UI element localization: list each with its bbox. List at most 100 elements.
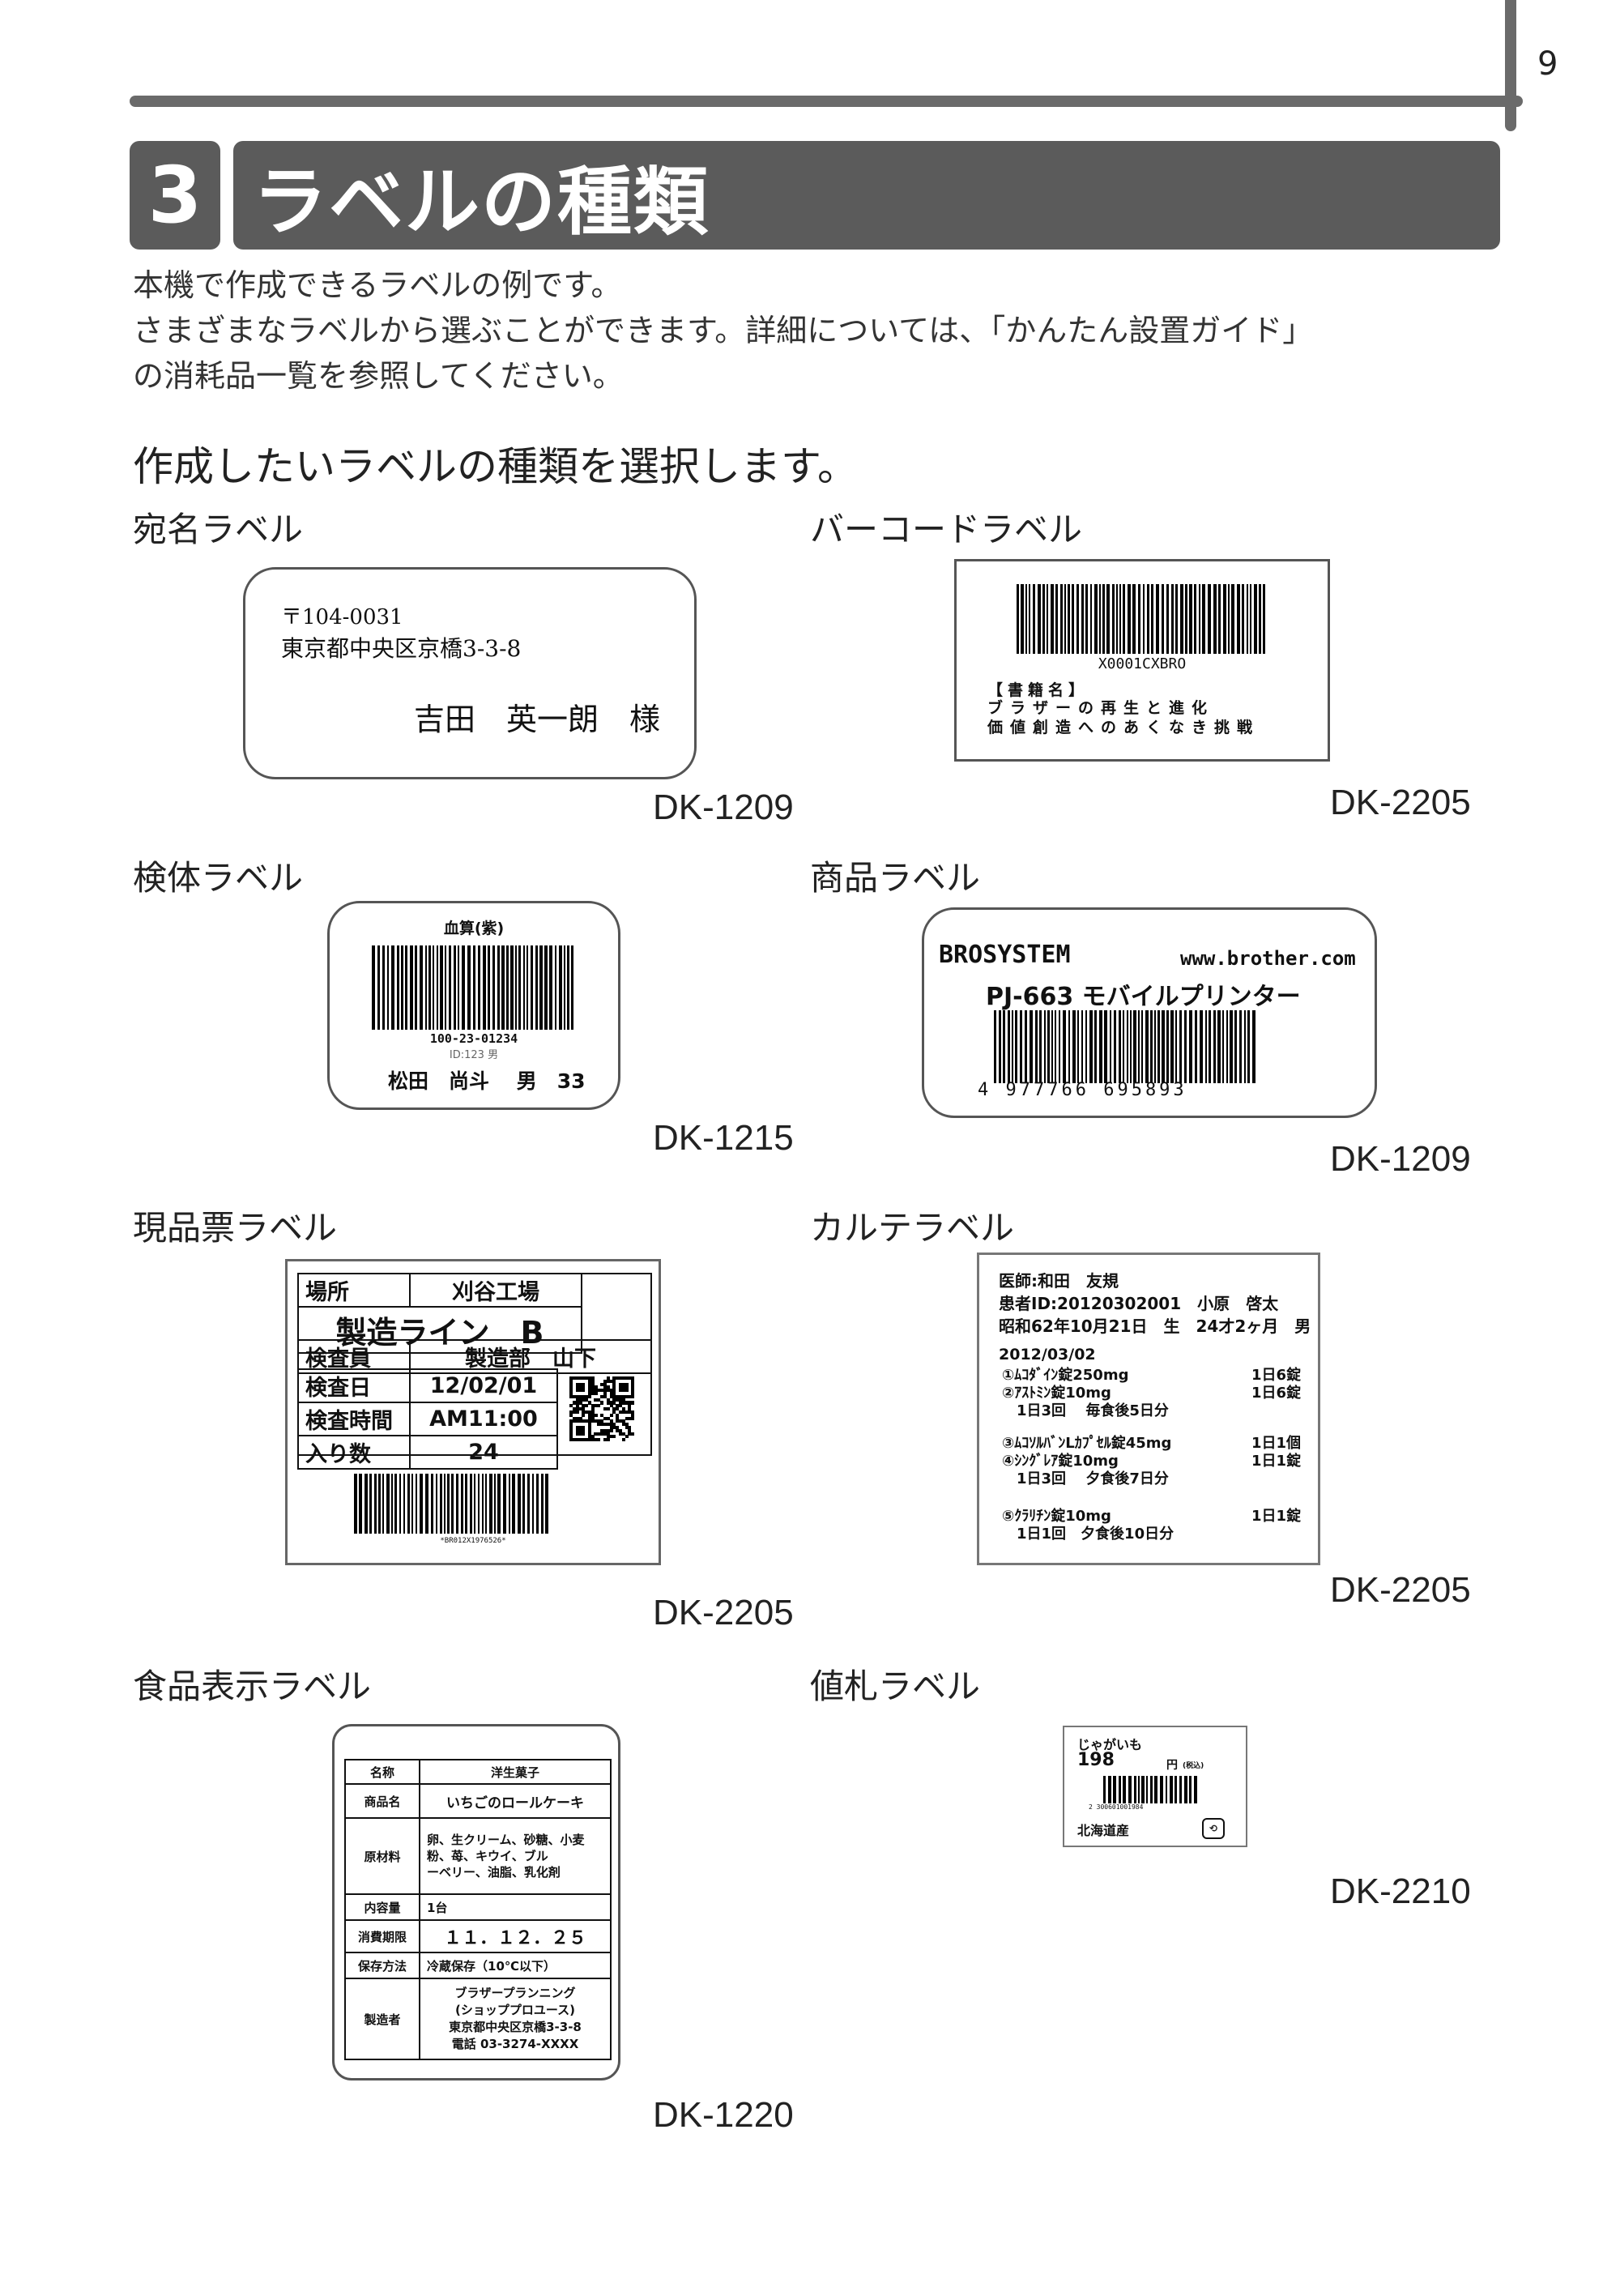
goods-value: 12/02/01 <box>409 1368 558 1403</box>
qr-module <box>616 1416 620 1420</box>
barcode-bar <box>410 945 413 1030</box>
qr-module <box>616 1419 620 1423</box>
barcode-bar <box>1228 584 1230 654</box>
qr-module <box>587 1376 591 1381</box>
qr-module <box>575 1419 579 1423</box>
qr-module <box>612 1392 616 1396</box>
qr-module <box>618 1401 623 1405</box>
barcode-bar <box>1134 1776 1136 1803</box>
qr-module <box>600 1413 604 1417</box>
qr-module <box>609 1392 613 1396</box>
food-key: 原材料 <box>344 1817 420 1895</box>
barcode-bar <box>440 1474 442 1534</box>
qr-module <box>625 1385 629 1389</box>
caption-address-label: 宛名ラベル <box>133 510 304 549</box>
barcode-bar <box>440 945 443 1030</box>
barcode-bar <box>1110 1010 1111 1083</box>
intro-line: さまざまなラベルから選ぶことができます。詳細については、「かんたん設置ガイド」 <box>133 313 1314 348</box>
barcode-bar <box>1113 1776 1116 1803</box>
barcode-bar <box>1174 1776 1177 1803</box>
qr-module <box>612 1407 616 1411</box>
qr-module <box>578 1389 582 1393</box>
barcode-bar <box>1099 1010 1102 1083</box>
qr-module <box>618 1419 623 1423</box>
qr-module <box>590 1438 595 1442</box>
qr-module <box>594 1385 598 1389</box>
barcode-bar <box>1222 1010 1224 1083</box>
qr-module <box>585 1376 589 1381</box>
qr-module <box>612 1401 616 1405</box>
qr-module <box>597 1438 601 1442</box>
qr-module <box>612 1425 616 1430</box>
qr-module <box>582 1385 586 1389</box>
barcode-bar <box>1162 1010 1165 1083</box>
qr-module <box>621 1398 625 1402</box>
barcode-bar <box>1226 1010 1228 1083</box>
barcode-bar <box>425 945 427 1030</box>
barcode-bar <box>1259 584 1261 654</box>
qr-module <box>625 1394 629 1398</box>
med-qty: 1日1個 <box>1251 1435 1302 1452</box>
barcode-bar <box>1150 1776 1153 1803</box>
med-qty: 1日6錠 <box>1251 1367 1302 1384</box>
barcode-bar <box>415 945 417 1030</box>
qr-module <box>612 1410 616 1414</box>
qr-module <box>631 1413 635 1417</box>
qr-module <box>606 1407 610 1411</box>
qr-module <box>631 1401 635 1405</box>
food-label: 名称洋生菓子 商品名いちごのロールケーキ 原材料卵、生クリーム、砂糖、小麦粉、苺… <box>332 1724 620 2080</box>
barcode-bar <box>1162 584 1164 654</box>
barcode-bar <box>1147 584 1149 654</box>
tax-note: (税込) <box>1183 1762 1204 1770</box>
goods-key: 検査員 <box>297 1339 411 1374</box>
barcode-bar <box>510 945 514 1030</box>
qr-module <box>594 1398 598 1402</box>
price-label: じゃがいも 198 円 (税込) 2 300601001984 北海道産 ⟲ <box>1063 1726 1247 1847</box>
qr-module <box>631 1376 635 1381</box>
qr-module <box>600 1394 604 1398</box>
qr-module <box>616 1428 620 1432</box>
qr-module <box>628 1404 632 1408</box>
product-label: BROSYSTEM www.brother.com PJ-663 モバイルプリン… <box>922 907 1377 1118</box>
qr-module <box>612 1389 616 1393</box>
barcode-bar <box>420 1474 423 1534</box>
postal-code: 〒104-0031 <box>281 605 403 629</box>
barcode-bar <box>1130 1010 1132 1083</box>
qr-module <box>582 1428 586 1432</box>
qr-module <box>587 1438 591 1442</box>
qr-module <box>603 1394 607 1398</box>
barcode-bar <box>488 945 490 1030</box>
barcode-bar <box>1119 1776 1121 1803</box>
barcode-bar <box>482 1474 484 1534</box>
barcode-bar <box>1068 1010 1070 1083</box>
book-title-line: ブラザーの再生と進化 <box>987 699 1215 717</box>
qr-module <box>587 1410 591 1414</box>
qr-module <box>597 1404 601 1408</box>
food-key: 商品名 <box>344 1783 420 1819</box>
barcode-bar <box>391 1474 393 1534</box>
barcode-bar <box>359 1474 362 1534</box>
barcode-bar <box>416 1474 417 1534</box>
barcode-bar <box>1051 584 1054 654</box>
specimen-header: 血算(紫) <box>443 920 505 937</box>
qr-module <box>587 1401 591 1405</box>
qr-module <box>587 1416 591 1420</box>
qr-module <box>578 1382 582 1386</box>
barcode-bar <box>994 1010 996 1083</box>
qr-module <box>625 1423 629 1427</box>
qr-module <box>590 1379 595 1383</box>
qr-module <box>609 1435 613 1439</box>
barcode-bar <box>391 945 394 1030</box>
barcode-bar <box>1141 1010 1143 1083</box>
qr-module <box>587 1425 591 1430</box>
header-rule <box>130 96 1523 107</box>
barcode-bar <box>489 1474 492 1534</box>
barcode-bar <box>1189 584 1192 654</box>
barcode-bar <box>1189 1010 1192 1083</box>
qr-module <box>578 1407 582 1411</box>
barcode-bar <box>1072 584 1074 654</box>
barcode-bar <box>1008 1010 1010 1083</box>
qr-module <box>572 1438 576 1442</box>
barcode-bar <box>535 945 538 1030</box>
barcode-bar <box>1230 1010 1233 1083</box>
